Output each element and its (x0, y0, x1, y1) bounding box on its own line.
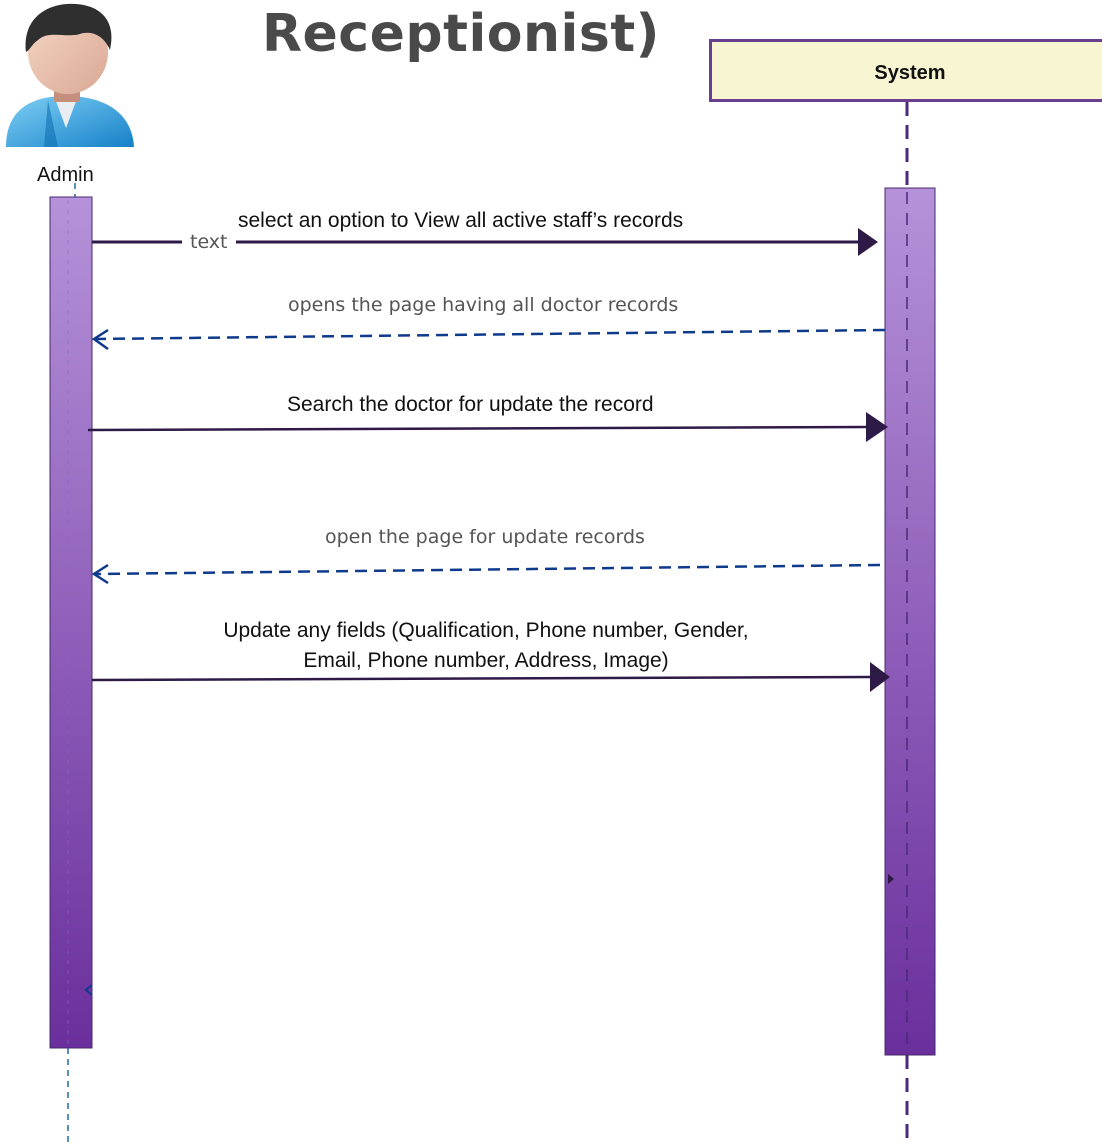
remnant-return-arrowhead (84, 984, 93, 996)
message-2-label: opens the page having all doctor records (288, 294, 679, 316)
message-2-return-arrow (91, 328, 886, 351)
remnant-arrowhead (888, 874, 894, 884)
message-5-arrow (91, 662, 890, 692)
message-5-label-line-1: Update any fields (Qualification, Phone … (223, 619, 749, 642)
message-4-label: open the page for update records (325, 526, 645, 548)
diagram-title: Receptionist) (262, 4, 660, 64)
message-3-arrow (87, 412, 888, 442)
system-participant-label: System (874, 62, 946, 84)
admin-actor-label: Admin (37, 164, 94, 186)
message-1-inline-label: text (182, 231, 236, 253)
message-5-label-line-2: Email, Phone number, Address, Image) (303, 649, 669, 672)
user-avatar-icon (6, 3, 134, 147)
system-participant-box: System (709, 39, 1102, 102)
message-3-label: Search the doctor for update the record (287, 393, 654, 416)
message-1-label: select an option to View all active staf… (238, 209, 684, 232)
admin-activation-bar (49, 196, 93, 1049)
message-4-return-arrow (91, 563, 881, 585)
system-activation-bar (884, 187, 936, 1056)
